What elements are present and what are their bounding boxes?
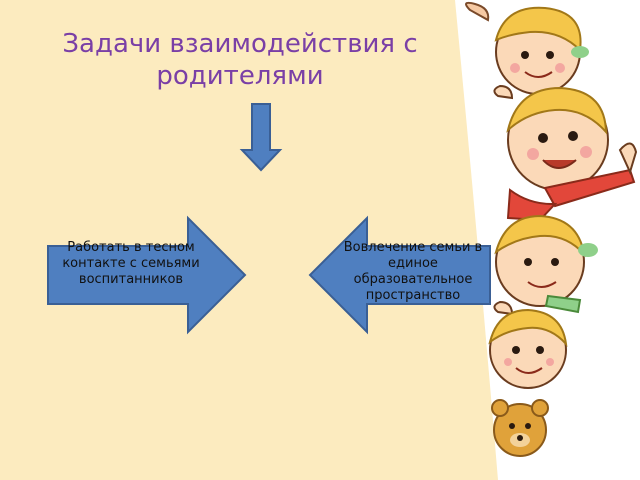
teddy-bear: [491, 399, 549, 457]
left-arrow-text: Работать в тесном контакте с семьями вос…: [62, 240, 200, 287]
left-pointing-block-arrow: [308, 215, 491, 335]
right-arrow-text: Вовлечение семьи в единое образовательно…: [343, 240, 483, 303]
background-panel: [0, 0, 498, 480]
down-arrow-icon: [239, 103, 283, 172]
slide-title: Задачи взаимодействия с родителями: [62, 29, 418, 91]
child-4: [488, 308, 568, 389]
child-1: [465, 1, 589, 95]
cartoon-children-peeking: [465, 1, 638, 457]
child-2: [493, 84, 638, 222]
child-3: [493, 214, 598, 316]
right-pointing-block-arrow: [47, 215, 247, 335]
